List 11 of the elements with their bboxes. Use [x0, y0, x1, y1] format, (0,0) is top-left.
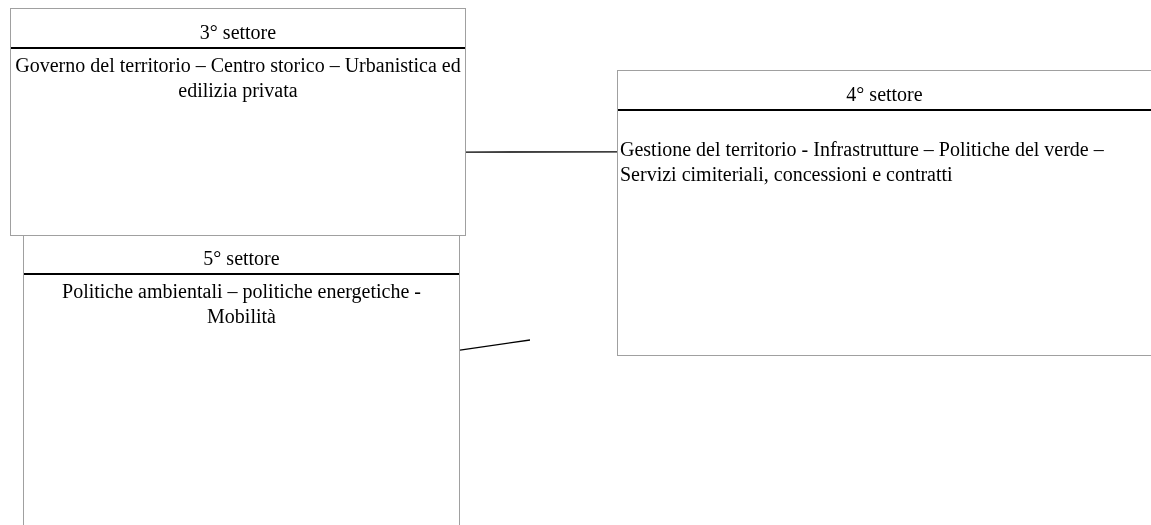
sector-heading: 5° settore — [203, 246, 280, 271]
sector-description: Politiche ambientali – politiche energetiche - Mobilità — [62, 280, 421, 327]
sector-box — [10, 8, 466, 236]
connector-line — [459, 339, 531, 351]
sector-description: Gestione del territorio - Infrastrutture – Politiche del verde – Servizi cimiteriali, concessioni e contratti — [620, 138, 1104, 185]
sector-heading: 3° settore — [199, 20, 277, 45]
sector-box — [617, 70, 1151, 356]
sector-heading: 4° settore — [846, 82, 923, 107]
sector-description: Governo del territorio – Centro storico – Urbanistica ed edilizia privata — [15, 54, 461, 101]
connector-line — [465, 151, 618, 153]
sector-box — [23, 236, 460, 525]
